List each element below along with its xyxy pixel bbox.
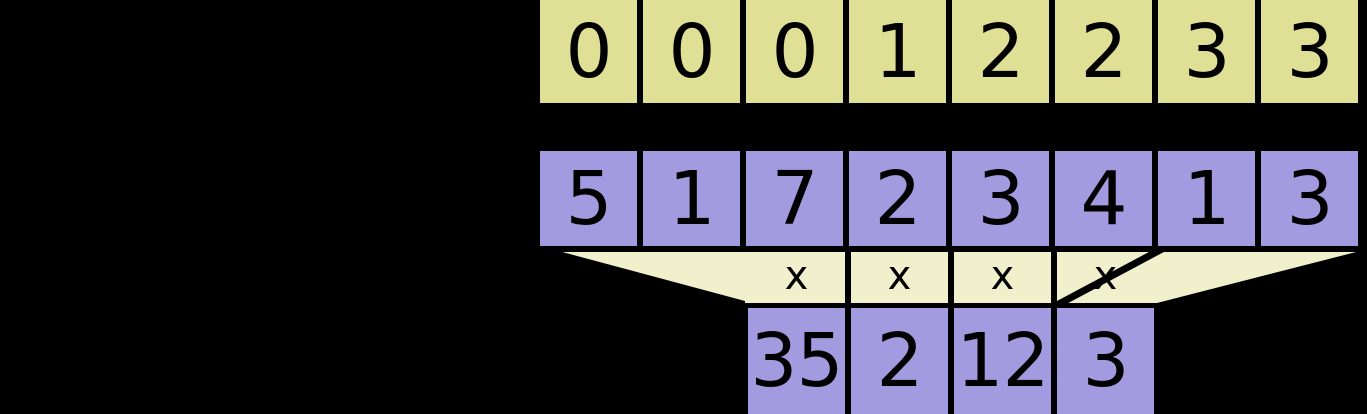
band-right-taper (1157, 251, 1360, 307)
index-cell: 2 (949, 0, 1052, 106)
reduction-connector-band (540, 245, 1367, 309)
index-row: 0 0 0 1 2 2 3 3 (537, 0, 1361, 106)
index-cell: 2 (1052, 0, 1155, 106)
band-shape (551, 249, 1360, 305)
reduction-diagonal (1055, 245, 1164, 309)
index-cell: 0 (743, 0, 846, 106)
value-cell: 5 (537, 148, 640, 249)
index-cell: 3 (1258, 0, 1361, 106)
result-cell: 2 (848, 305, 951, 414)
value-cell: 1 (1155, 148, 1258, 249)
result-cell: 35 (745, 305, 848, 414)
value-cell: 4 (1052, 148, 1155, 249)
result-row: 35 2 12 3 (745, 305, 1157, 414)
index-cell: 0 (537, 0, 640, 106)
result-cell: 3 (1054, 305, 1157, 414)
value-cell: 3 (949, 148, 1052, 249)
band-left-taper (540, 249, 745, 305)
index-cell: 1 (846, 0, 949, 106)
value-row: 5 1 7 2 3 4 1 3 (537, 148, 1361, 249)
result-cell: 12 (951, 305, 1054, 414)
index-cell: 3 (1155, 0, 1258, 106)
value-cell: 1 (640, 148, 743, 249)
value-cell: 2 (846, 148, 949, 249)
value-cell: 3 (1258, 148, 1361, 249)
value-cell: 7 (743, 148, 846, 249)
index-cell: 0 (640, 0, 743, 106)
